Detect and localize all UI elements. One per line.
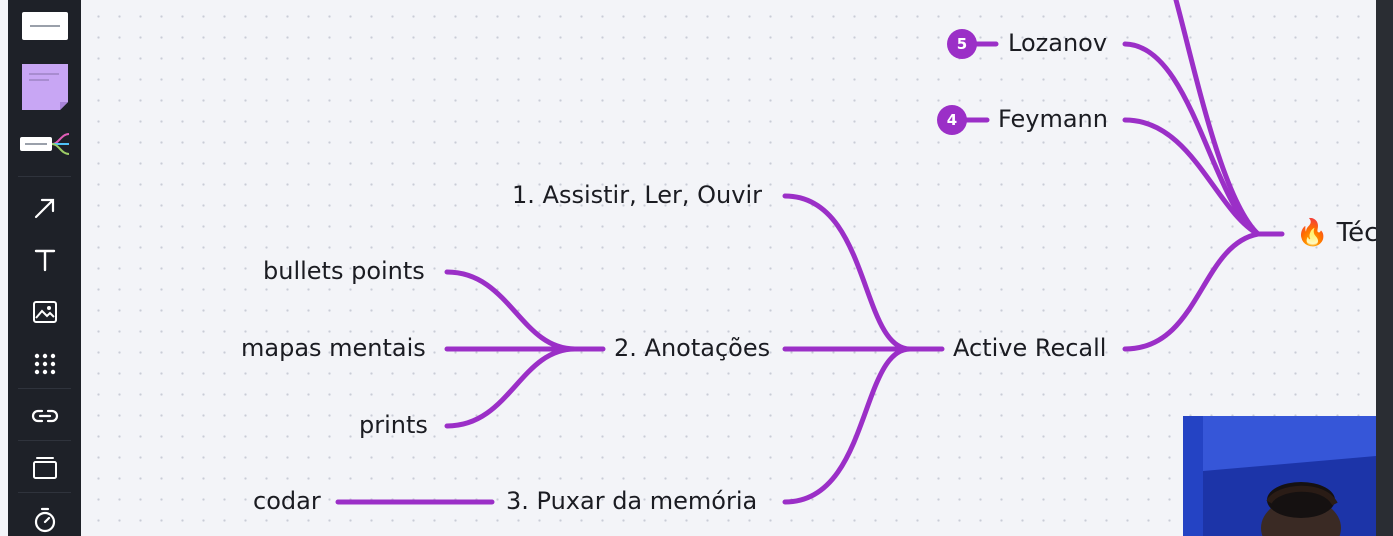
node-bullets-points[interactable]: bullets points [263,257,425,285]
node-root[interactable]: 🔥 Téc [1296,218,1378,248]
sticky-note-icon [21,64,68,110]
toolbar-divider [18,440,71,441]
template-card-icon [21,12,68,40]
badge-4[interactable]: 4 [937,105,967,135]
image-icon [32,301,57,323]
connector-step2-bullets [444,269,606,352]
connector-root-lozanov [1122,41,1261,237]
toolbar-divider [18,176,71,177]
node-root-label: Téc [1336,218,1379,248]
toolbar-divider [18,492,71,493]
badge-5[interactable]: 5 [947,29,977,59]
presenter-video [1183,416,1376,536]
webcam-overlay [1183,416,1376,536]
node-prints[interactable]: prints [359,411,428,439]
connector-active-step3 [782,346,913,505]
text-icon [34,249,55,272]
node-mapas-mentais[interactable]: mapas mentais [241,334,426,362]
mind-map-icon [19,133,69,155]
connector-root-feymann [1122,117,1261,237]
link-icon [31,409,58,423]
node-active-recall[interactable]: Active Recall [953,334,1107,362]
left-toolbar [8,0,81,536]
fire-icon: 🔥 [1296,218,1329,248]
mind-map-tool[interactable] [8,126,81,162]
node-feymann[interactable]: Feymann [998,105,1108,133]
node-step1[interactable]: 1. Assistir, Ler, Ouvir [512,181,763,209]
node-codar[interactable]: codar [253,487,321,515]
timer-tool[interactable] [8,504,81,536]
grid-icon [34,353,55,375]
node-step3[interactable]: 3. Puxar da memória [506,487,758,515]
connector-step2-prints [444,346,578,429]
connector-root-top [1173,0,1261,237]
timer-icon [34,507,55,533]
arrow-tool[interactable] [8,192,81,224]
sticky-note-tool[interactable] [8,60,81,114]
node-step2[interactable]: 2. Anotações [614,334,771,362]
text-tool[interactable] [8,244,81,276]
connector-active-step1 [782,193,945,352]
frame-icon [32,457,57,479]
frame-tool[interactable] [8,452,81,484]
link-tool[interactable] [8,400,81,432]
right-edge-panel [1376,0,1393,536]
arrow-icon [34,198,54,219]
image-tool[interactable] [8,296,81,328]
toolbar-divider [18,388,71,389]
node-lozanov[interactable]: Lozanov [1008,29,1108,57]
connector-root-active-recall [1122,231,1261,352]
template-tool[interactable] [8,6,81,46]
apps-tool[interactable] [8,348,81,380]
